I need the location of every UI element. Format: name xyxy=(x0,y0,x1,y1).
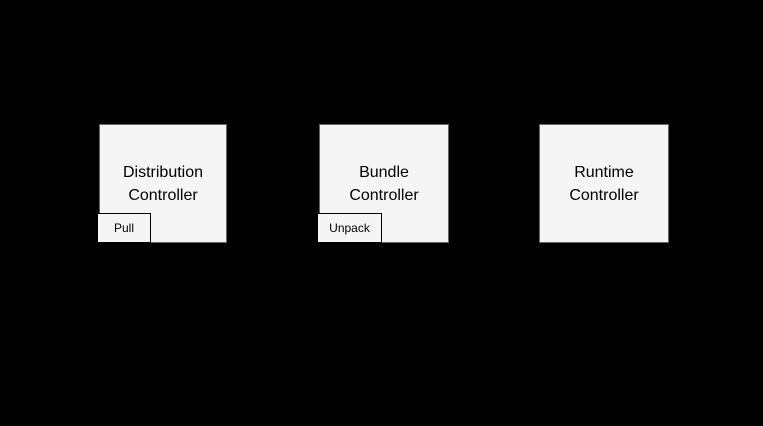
subnode-unpack-label: Unpack xyxy=(329,221,370,235)
node-bundle-controller-label: Bundle Controller xyxy=(349,163,419,204)
subnode-unpack: Unpack xyxy=(317,213,382,243)
subnode-pull: Pull xyxy=(97,213,151,243)
subnode-pull-label: Pull xyxy=(113,221,134,235)
node-distribution-controller-label: Distribution Controller xyxy=(122,163,204,204)
node-runtime-controller: Runtime Controller xyxy=(539,124,669,243)
node-runtime-controller-label: Runtime Controller xyxy=(569,163,639,204)
